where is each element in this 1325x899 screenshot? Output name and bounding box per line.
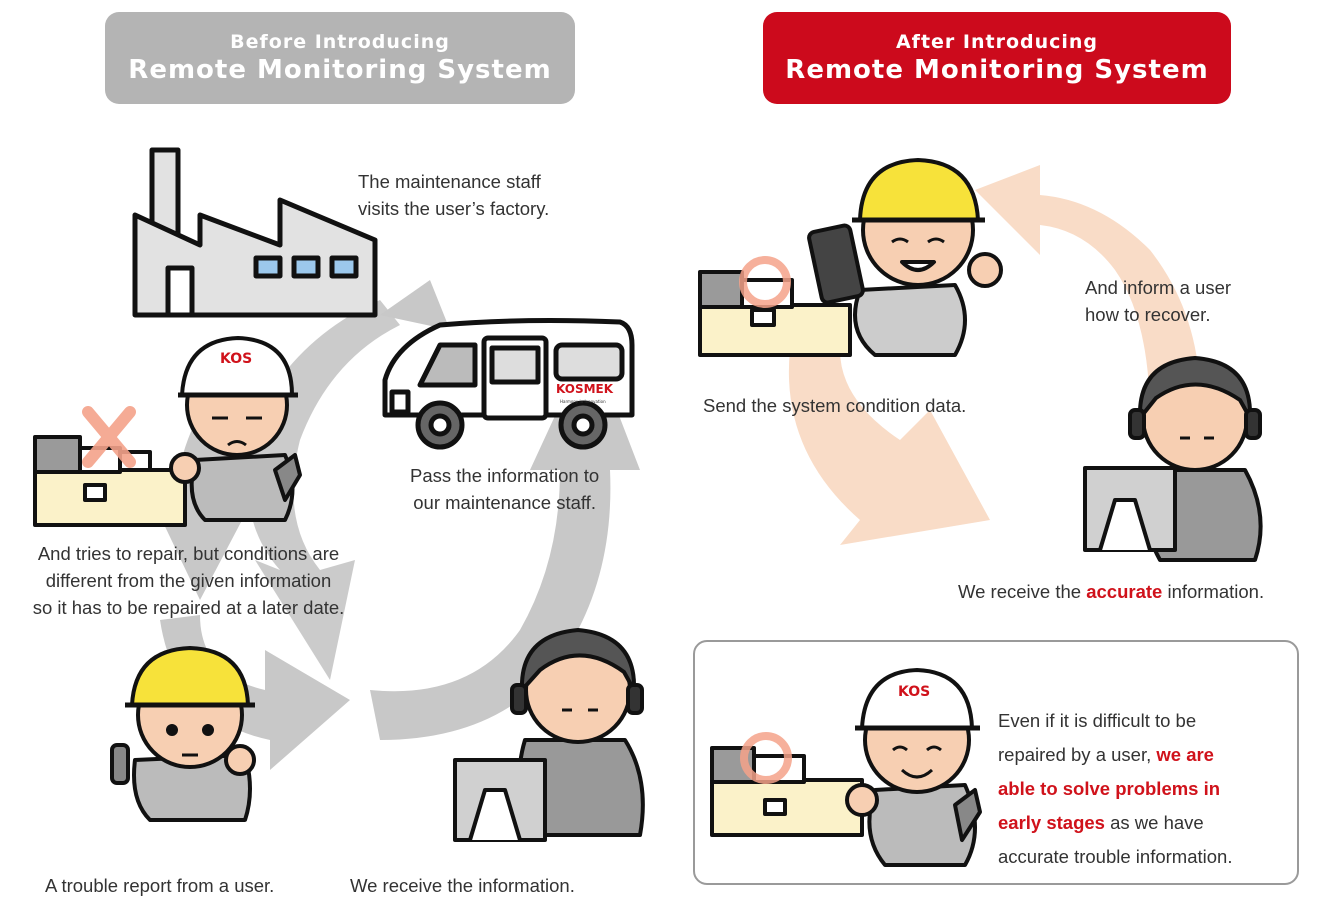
caption-pass: Pass the information to our maintenance … [410, 462, 599, 516]
caption-inform-line1: And inform a user [1085, 277, 1232, 298]
caption-receive-before: We receive the information. [350, 875, 575, 896]
caption-visit: The maintenance staff visits the user’s … [358, 168, 549, 222]
caption-visit-line1: The maintenance staff [358, 171, 541, 192]
before-header-title: Remote Monitoring System [128, 55, 552, 85]
summary-line2-pre: repaired by a user, [998, 744, 1157, 765]
summary-line4: early stages as we have [998, 806, 1232, 840]
operator-before-illustration [453, 628, 645, 842]
summary-line4-emphasis: early stages [998, 812, 1105, 833]
operator-after-illustration [1083, 356, 1263, 562]
summary-highlight-circle-icon [740, 732, 792, 784]
summary-line2: repaired by a user, we are [998, 738, 1232, 772]
summary-text: Even if it is difficult to be repaired b… [998, 704, 1232, 874]
caption-repair: And tries to repair, but conditions are … [6, 540, 371, 621]
cross-mark-icon [82, 406, 136, 468]
after-cycle-arrows [788, 165, 1201, 545]
highlight-circle-icon [739, 256, 791, 308]
caption-pass-line1: Pass the information to [410, 465, 600, 486]
caption-repair-line2: different from the given information [45, 570, 332, 591]
caption-repair-line3: so it has to be repaired at a later date… [32, 597, 345, 618]
caption-receive-after: We receive the accurate information. [958, 578, 1264, 605]
caption-inform: And inform a user how to recover. [1085, 274, 1231, 328]
worker-summary-illustration [845, 668, 982, 867]
factory-illustration [132, 147, 378, 318]
after-header-title: Remote Monitoring System [785, 55, 1209, 85]
caption-pass-line2: our maintenance staff. [413, 492, 596, 513]
caption-receive-after-pre: We receive the [958, 581, 1087, 602]
after-header: After Introducing Remote Monitoring Syst… [763, 12, 1231, 104]
summary-line4-post: as we have [1104, 812, 1204, 833]
caption-inform-line2: how to recover. [1085, 304, 1211, 325]
van-illustration [382, 318, 635, 450]
summary-line2-emphasis: we are [1156, 744, 1214, 765]
van-brand-logo: KOSMEK [556, 382, 614, 396]
summary-box [693, 640, 1299, 885]
machine-after-illustration [698, 270, 852, 357]
helmet-logo-before: KOS [220, 351, 252, 367]
after-header-line1: After Introducing [895, 31, 1099, 53]
helmet-logo-summary: KOS [898, 684, 930, 700]
machine-before-illustration [33, 435, 187, 527]
caption-send: Send the system condition data. [703, 395, 967, 416]
caption-repair-line1: And tries to repair, but conditions are [37, 543, 340, 564]
before-header-line1: Before Introducing [230, 31, 450, 53]
caption-report: A trouble report from a user. [45, 875, 275, 896]
worker-tablet-illustration [807, 158, 1003, 357]
van-brand-tagline: Harmony in Innovation [560, 399, 606, 404]
machine-summary-illustration [710, 746, 864, 837]
caption-receive-after-post: information. [1162, 581, 1265, 602]
summary-line1: Even if it is difficult to be [998, 710, 1197, 731]
summary-line5: accurate trouble information. [998, 846, 1233, 867]
worker-repair-illustration [169, 336, 302, 522]
worker-phone-illustration [110, 646, 256, 822]
summary-line3-emphasis: able to solve problems in [998, 778, 1221, 799]
before-header: Before Introducing Remote Monitoring Sys… [105, 12, 575, 104]
caption-receive-after-emphasis: accurate [1086, 581, 1163, 602]
caption-visit-line2: visits the user’s factory. [358, 198, 550, 219]
